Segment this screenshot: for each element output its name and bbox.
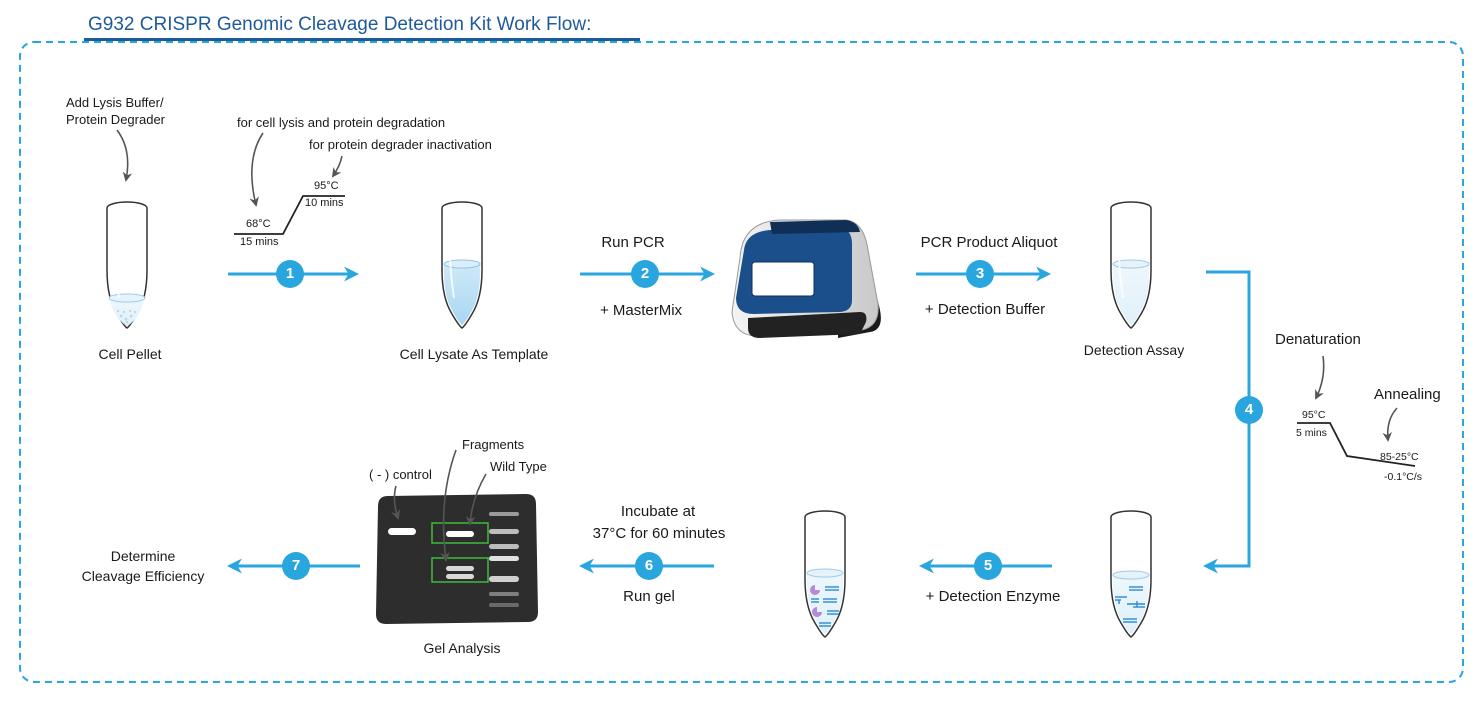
step4-number: 4 [1244,401,1254,418]
step7-connector [227,552,360,580]
detection-assay-tube [1110,201,1152,329]
step6-above-line2: 37°C for 60 minutes [592,525,726,542]
step6-above-line1: Incubate at [620,503,696,520]
step6-connector [579,552,714,580]
cell-pellet-tube [106,201,148,329]
step3-above-label: PCR Product Aliquot [920,234,1058,251]
lysis-thermal-profile [234,195,345,235]
step3-connector [916,260,1051,288]
anneal-high-temp: 95°C [1302,409,1326,421]
annealing-label: Annealing [1374,386,1441,403]
cell-lysate-label: Cell Lysate As Template [399,346,549,362]
lysis-buffer-label-line1: Add Lysis Buffer/ [66,95,164,110]
anneal-range: 85-25°C [1380,451,1419,463]
step3-number: 3 [975,265,985,282]
annealing-arrow [1382,407,1398,442]
step4-connector [1203,270,1263,574]
determine-line1: Determine [110,548,176,564]
negative-control-label: ( - ) control [369,467,432,482]
step2-number: 2 [640,265,650,282]
step1-number: 1 [285,265,295,282]
diagram-title: G932 CRISPR Genomic Cleavage Detection K… [88,14,592,35]
step5-connector [919,552,1052,580]
fragments-label: Fragments [462,437,525,452]
step2-above-label: Run PCR [601,234,665,251]
step2-below-label: + MasterMix [599,302,683,319]
wild-type-label: Wild Type [490,459,547,474]
step5-number: 5 [983,557,993,574]
inactivation-note-arrow [331,155,343,178]
lysis-low-temp: 68°C [246,218,271,230]
enzyme-digest-tube [804,510,846,638]
step1-connector [228,260,359,288]
lysis-high-time: 10 mins [305,197,344,209]
wild-type-arrow [465,473,487,526]
lysis-note-arrow [249,132,264,207]
step7-number: 7 [291,557,301,574]
step5-below-label: + Detection Enzyme [925,588,1061,605]
cell-lysate-tube [441,201,483,329]
lysis-buffer-arrow [116,129,133,182]
gel-analysis-label: Gel Analysis [423,640,501,656]
detection-assay-label: Detection Assay [1083,342,1185,358]
inactivation-note: for protein degrader inactivation [309,137,492,152]
lysis-high-temp: 95°C [314,180,339,192]
anneal-high-time: 5 mins [1296,427,1327,439]
step3-below-label: + Detection Buffer [924,301,1046,318]
determine-line2: Cleavage Efficiency [81,568,205,584]
annealed-dna-tube [1110,510,1152,638]
denaturation-label: Denaturation [1275,331,1361,348]
lysis-low-time: 15 mins [240,236,279,248]
fragments-arrow [440,449,457,562]
anneal-thermal-profile [1297,422,1416,467]
denaturation-arrow [1315,355,1325,400]
step2-connector [580,260,715,288]
lysis-note: for cell lysis and protein degradation [237,115,446,130]
gel-image [376,494,538,624]
step6-below-label: Run gel [623,588,675,605]
dashed-border [19,41,1464,683]
control-arrow [391,485,401,520]
step6-number: 6 [644,557,654,574]
lysis-buffer-label-line2: Protein Degrader [66,112,165,127]
anneal-rate: -0.1°C/s [1384,471,1423,483]
pcr-machine [731,219,881,338]
title-underline [84,38,640,41]
cell-pellet-label: Cell Pellet [98,346,162,362]
